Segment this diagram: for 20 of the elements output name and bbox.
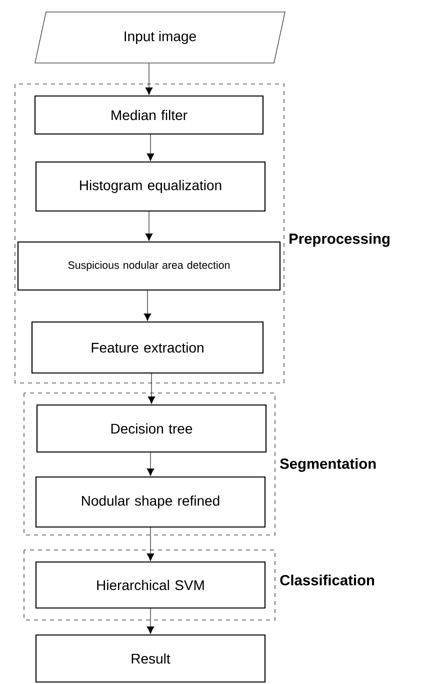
process-box: Nodular shape refined xyxy=(35,476,266,528)
process-box: Suspicious nodular area detection xyxy=(17,241,281,291)
arrow xyxy=(146,608,154,634)
arrow xyxy=(146,134,154,161)
process-box: Result xyxy=(35,634,266,683)
process-box: Histogram equalization xyxy=(35,161,266,212)
stage-label: Classification xyxy=(280,574,374,586)
arrow xyxy=(144,290,152,321)
process-box: Hierarchical SVM xyxy=(35,561,266,609)
process-box: Median filter xyxy=(34,95,264,135)
stage-label: Preprocessing xyxy=(290,233,390,247)
input-parallelogram: Input image xyxy=(34,12,286,64)
process-box: Decision tree xyxy=(36,404,267,453)
process-box: Feature extraction xyxy=(31,321,264,374)
arrow xyxy=(145,63,153,95)
arrow xyxy=(145,211,153,241)
arrow xyxy=(146,527,154,561)
stage-label: Segmentation xyxy=(280,458,376,472)
arrow xyxy=(148,373,156,404)
arrow xyxy=(146,452,154,476)
